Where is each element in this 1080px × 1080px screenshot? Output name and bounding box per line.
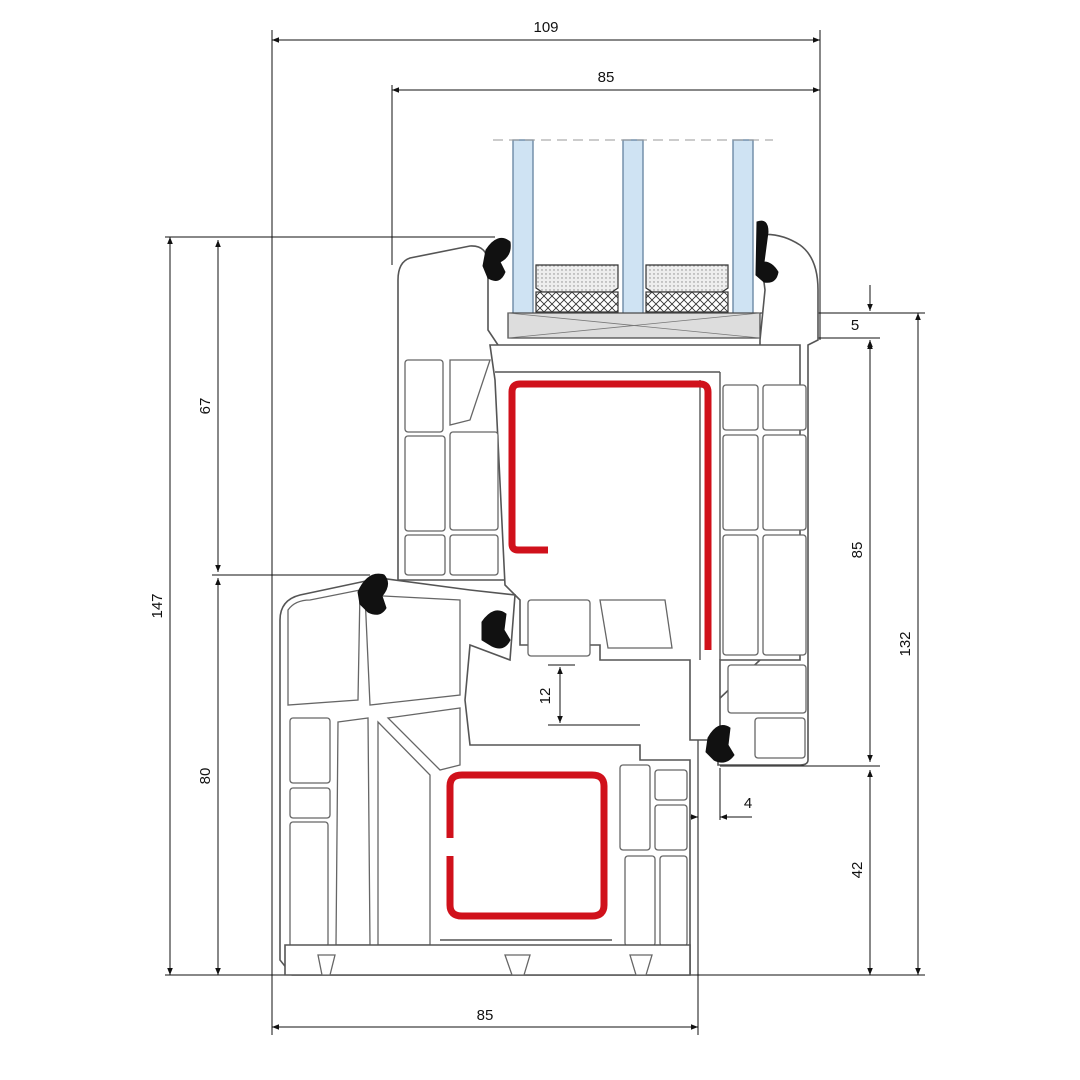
dim-label-left-frame: 80 (197, 768, 214, 785)
dim-label-top-total: 109 (533, 19, 558, 36)
steel-reinforcement (446, 380, 712, 920)
dim-label-bottom: 85 (477, 1007, 494, 1024)
sash-profile (397, 233, 819, 766)
glass-pane-2 (622, 139, 644, 316)
sash-reinforcement (508, 380, 712, 650)
dim-label-top-sash: 85 (598, 69, 615, 86)
dimension-lines (167, 37, 921, 1030)
triple-glazing (493, 139, 773, 339)
dim-label-rebate: 5 (851, 317, 859, 334)
dim-label-overlap: 12 (537, 688, 554, 705)
dimension-labels: 109 85 85 147 67 80 132 85 42 5 12 4 (149, 19, 914, 1024)
gaskets (357, 220, 779, 763)
extension-lines (165, 30, 925, 1035)
gasket-glazing-right (755, 220, 779, 283)
spacer-1 (535, 264, 619, 293)
gasket-frame-outer (357, 573, 388, 615)
dim-label-right-total: 132 (897, 631, 914, 656)
glass-pane-3 (732, 139, 754, 316)
dim-label-gap: 4 (744, 795, 752, 812)
glass-pane-1 (512, 139, 534, 316)
spacer-2 (645, 264, 729, 293)
gasket-glazing-left (482, 237, 511, 281)
frame-reinforcement (446, 771, 608, 920)
gasket-frame-inner (705, 725, 735, 763)
gasket-sash-center (481, 610, 511, 649)
dim-label-right-bottom: 42 (849, 862, 866, 879)
dim-label-right-sash: 85 (849, 542, 866, 559)
dim-label-left-sash: 67 (197, 398, 214, 415)
dim-label-left-total: 147 (149, 593, 166, 618)
